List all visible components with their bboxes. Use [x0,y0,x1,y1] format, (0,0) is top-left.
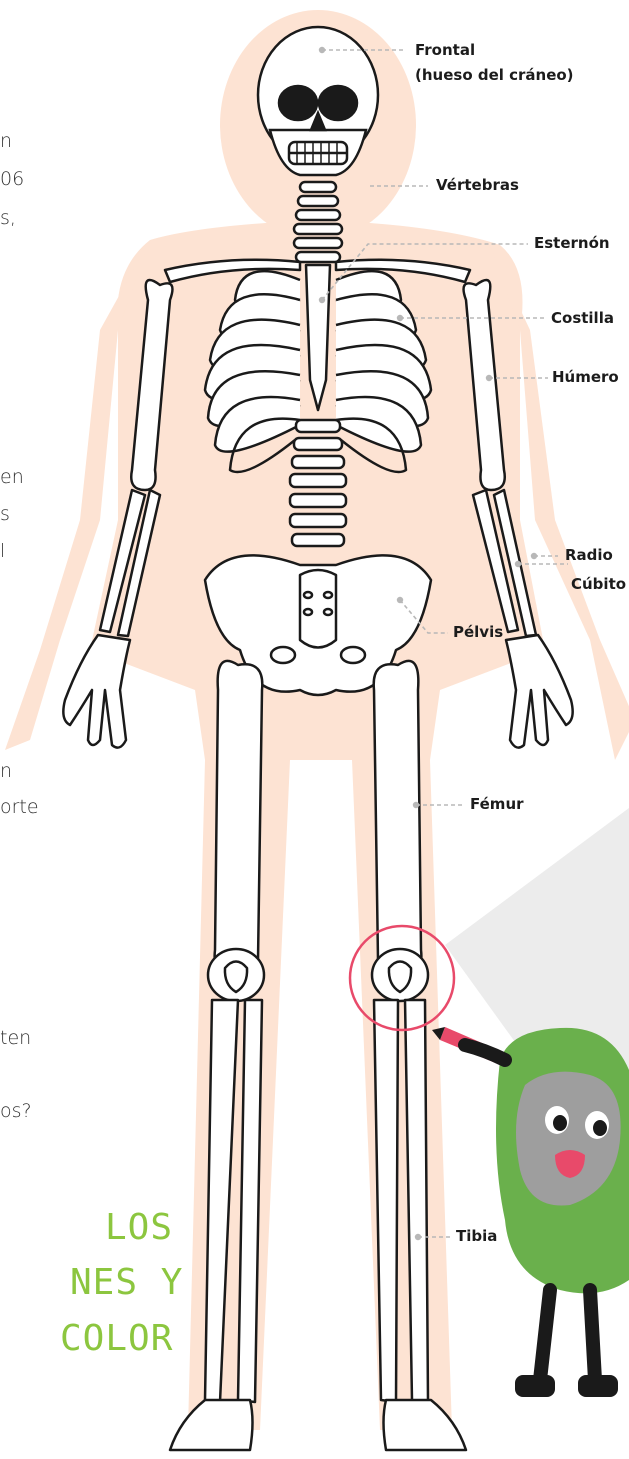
text-fragment: s, [0,207,16,229]
text-fragment: n [0,130,12,152]
label-radio: Radio [565,546,613,565]
label-esternon: Esternón [534,234,610,253]
text-fragment: ten [0,1027,31,1049]
label-vertebras: Vértebras [436,176,519,195]
text-fragment: n [0,760,12,782]
green-heading-line: COLOR [60,1318,173,1359]
label-humero: Húmero [552,368,619,387]
label-cubito: Cúbito [571,575,626,594]
text-fragment: s [0,503,10,525]
text-fragment: l [0,540,5,562]
green-heading-line: NES Y [70,1262,183,1303]
label-frontal: Frontal [415,41,475,60]
label-costilla: Costilla [551,309,614,328]
green-heading-line: LOS [105,1207,173,1248]
label-frontal-sub: (hueso del cráneo) [415,66,574,85]
text-fragment: orte [0,796,39,818]
label-pelvis: Pélvis [453,623,503,642]
label-femur: Fémur [470,795,524,814]
mascot-character [465,1028,629,1397]
text-fragment: 06 [0,168,24,190]
text-fragment: os? [0,1100,32,1122]
text-fragment: en [0,466,24,488]
label-tibia: Tibia [456,1227,497,1246]
